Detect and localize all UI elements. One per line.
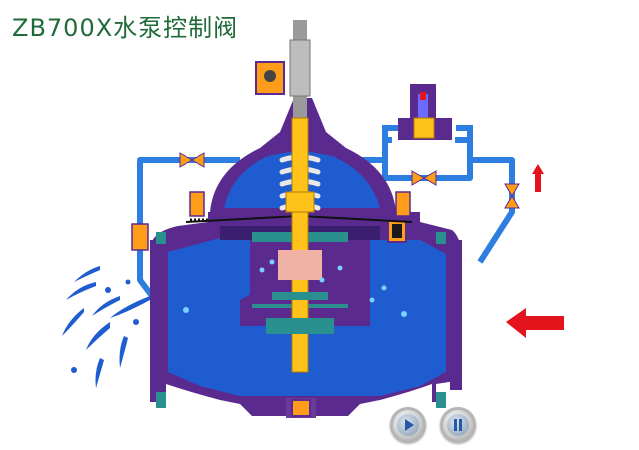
valve-stem bbox=[266, 20, 334, 373]
inlet-flow-arrow-icon bbox=[506, 308, 564, 338]
strainer-filter bbox=[131, 223, 149, 251]
pause-icon bbox=[447, 414, 469, 436]
water-spray bbox=[62, 266, 150, 388]
diagram-title: ZB700X水泵控制阀 bbox=[12, 14, 239, 42]
position-indicator bbox=[255, 61, 285, 95]
bubbles bbox=[183, 259, 407, 317]
pause-button[interactable] bbox=[440, 407, 476, 443]
needle-valve-loop bbox=[411, 170, 437, 186]
play-icon bbox=[397, 414, 419, 436]
pilot-valve bbox=[398, 84, 452, 140]
pilot-loop-pipe bbox=[382, 125, 473, 160]
up-flow-arrow-icon bbox=[532, 164, 544, 192]
play-button[interactable] bbox=[390, 407, 426, 443]
needle-valve-right bbox=[504, 183, 520, 209]
needle-valve-left bbox=[179, 152, 205, 168]
